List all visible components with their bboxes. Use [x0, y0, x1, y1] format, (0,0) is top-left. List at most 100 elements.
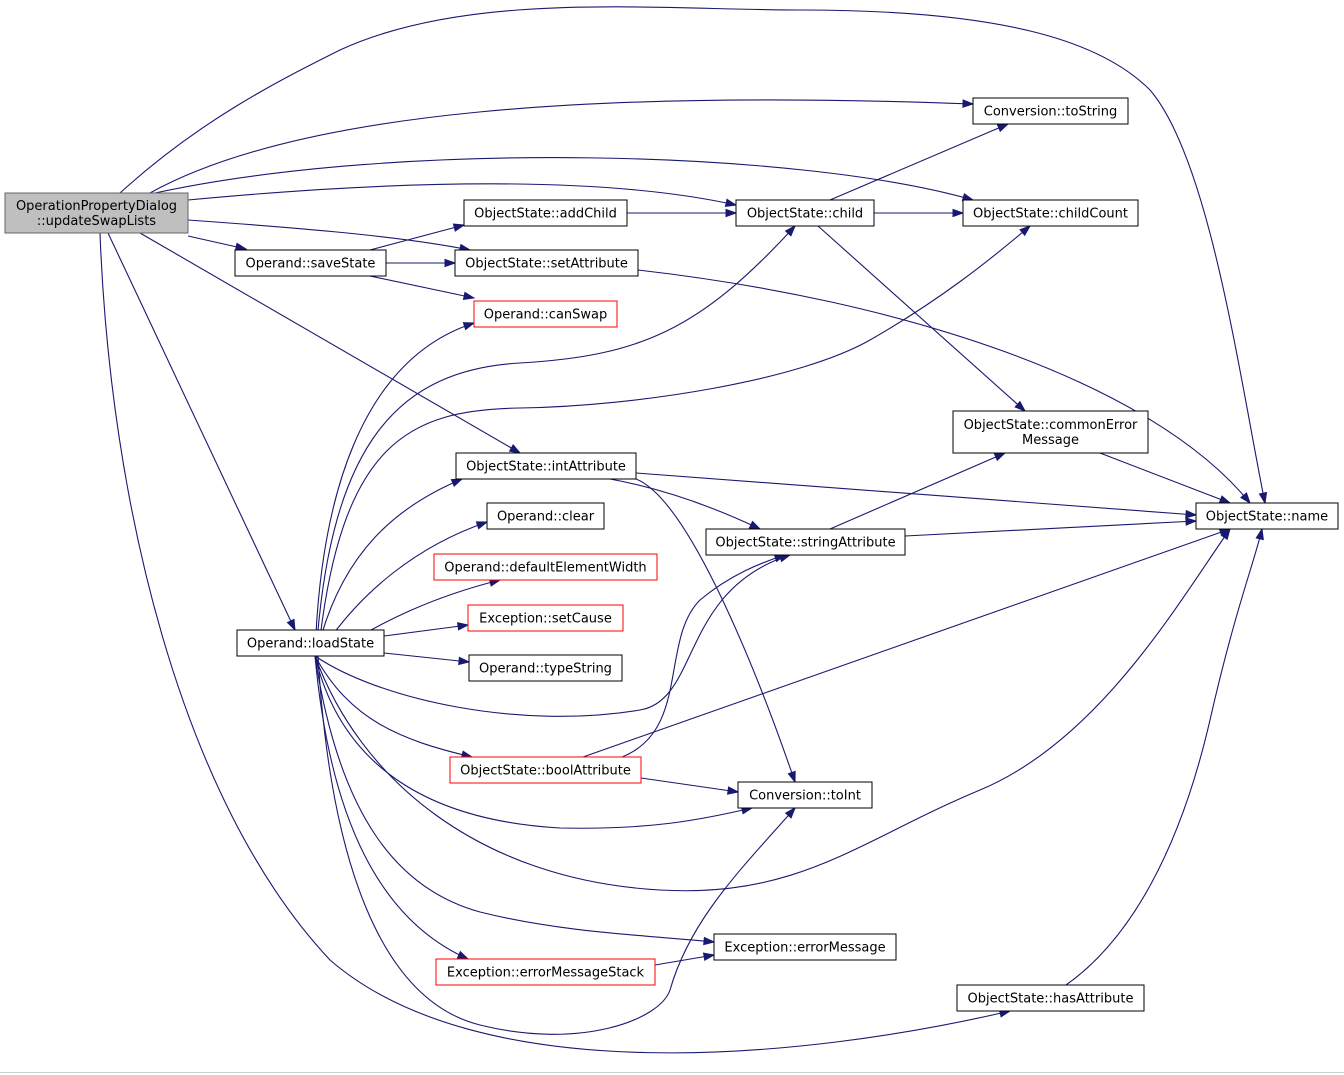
arrow-root-to-saveState — [234, 242, 248, 251]
edge-root-to-name — [119, 6, 1266, 504]
arrow-child-to-commonErr — [1014, 400, 1027, 412]
node-intAttribute[interactable]: ObjectState::intAttribute — [455, 452, 637, 480]
arrow-stringAttribute-to-name — [1185, 517, 1198, 526]
node-boolAttribute[interactable]: ObjectState::boolAttribute — [449, 756, 642, 784]
node-setAttribute[interactable]: ObjectState::setAttribute — [454, 249, 639, 277]
node-box — [705, 528, 906, 556]
edge-loadState-to-canSwap — [314, 322, 475, 657]
node-box — [486, 502, 605, 530]
node-label: Operand::saveState — [246, 257, 376, 272]
arrow-stringAttribute-to-commonErr — [993, 452, 1007, 462]
arrow-loadState-to-childCount — [1019, 225, 1032, 237]
arrow-intAttribute-to-name — [1185, 509, 1198, 519]
edge-root-to-setAttribute — [187, 219, 471, 251]
arrow-loadState-to-canSwap — [462, 322, 476, 331]
node-box — [4, 192, 189, 234]
edge-loadState-to-intAttribute — [315, 478, 463, 657]
node-box — [454, 249, 639, 277]
node-loadState[interactable]: Operand::loadState — [236, 629, 385, 657]
node-root[interactable]: OperationPropertyDialog::updateSwapLists — [4, 192, 189, 234]
node-label: ObjectState::boolAttribute — [460, 764, 631, 779]
node-label: Exception::errorMessageStack — [447, 966, 645, 981]
node-box — [952, 410, 1149, 454]
edge-root-to-toString — [149, 99, 974, 194]
node-canSwap[interactable]: Operand::canSwap — [473, 300, 618, 328]
node-label: Conversion::toInt — [749, 789, 861, 804]
arrow-root-to-name — [1258, 491, 1268, 505]
edge-root-to-child — [187, 183, 737, 206]
node-label: ObjectState::addChild — [474, 207, 617, 222]
node-label: ObjectState::name — [1206, 510, 1328, 525]
node-box — [455, 452, 637, 480]
node-toString[interactable]: Conversion::toString — [972, 97, 1129, 125]
node-label: ObjectState::stringAttribute — [715, 536, 895, 551]
node-setCause[interactable]: Exception::setCause — [467, 604, 624, 632]
edge-root-to-loadState — [107, 232, 296, 631]
node-defaultElementWidth[interactable]: Operand::defaultElementWidth — [433, 553, 658, 581]
node-box — [435, 958, 656, 986]
node-box — [467, 604, 624, 632]
arrow-loadState-to-clear — [475, 521, 489, 530]
arrow-loadState-to-errorMessage — [703, 936, 716, 946]
node-errorMessageStack[interactable]: Exception::errorMessageStack — [435, 958, 656, 986]
edge-intAttribute-to-toInt — [635, 478, 796, 783]
edge-boolAttribute-to-toInt — [640, 777, 739, 793]
node-childCount[interactable]: ObjectState::childCount — [962, 199, 1139, 227]
node-box — [956, 984, 1145, 1012]
node-hasAttribute[interactable]: ObjectState::hasAttribute — [956, 984, 1145, 1012]
edge-intAttribute-to-name — [635, 472, 1197, 516]
node-stringAttribute[interactable]: ObjectState::stringAttribute — [705, 528, 906, 556]
edge-root-to-childCount — [154, 157, 974, 201]
arrow-root-to-intAttribute — [508, 444, 522, 454]
node-label: Operand::loadState — [247, 637, 374, 652]
node-box — [234, 249, 387, 277]
node-addChild[interactable]: ObjectState::addChild — [463, 199, 628, 227]
node-box — [713, 933, 897, 961]
edge-child-to-toString — [829, 123, 1009, 201]
node-clear[interactable]: Operand::clear — [486, 502, 605, 530]
node-label: Exception::setCause — [479, 612, 612, 627]
edge-setAttribute-to-name — [637, 269, 1251, 504]
edge-loadState-to-childCount — [317, 225, 1031, 657]
node-label: ObjectState::hasAttribute — [968, 992, 1134, 1007]
edge-boolAttribute-to-stringAttribute — [621, 554, 786, 758]
arrow-setAttribute-to-name — [1240, 492, 1251, 505]
node-label: OperationPropertyDialog — [16, 199, 177, 214]
edge-stringAttribute-to-commonErr — [829, 452, 1006, 530]
node-label: ObjectState::child — [747, 207, 863, 222]
node-label: ::updateSwapLists — [37, 214, 156, 229]
node-box — [735, 199, 875, 227]
node-box — [468, 654, 623, 682]
node-label: Operand::clear — [497, 510, 595, 525]
arrow-boolAttribute-to-toInt — [726, 786, 740, 795]
arrow-root-to-toString — [962, 99, 975, 108]
node-label: ObjectState::intAttribute — [466, 460, 626, 475]
edge-root-to-hasAttribute — [99, 232, 1011, 1054]
node-errorMessage[interactable]: Exception::errorMessage — [713, 933, 897, 961]
node-typeString[interactable]: Operand::typeString — [468, 654, 623, 682]
edge-commonErr-to-name — [1099, 452, 1231, 504]
node-child[interactable]: ObjectState::child — [735, 199, 875, 227]
node-toInt[interactable]: Conversion::toInt — [737, 781, 873, 809]
edge-child-to-commonErr — [817, 225, 1026, 412]
edge-loadState-to-boolAttribute — [314, 655, 473, 758]
node-saveState[interactable]: Operand::saveState — [234, 249, 387, 277]
node-box — [737, 781, 873, 809]
arrow-child-to-toString — [996, 123, 1010, 133]
edge-loadState-to-setCause — [383, 624, 469, 637]
edge-loadState-to-stringAttribute — [314, 554, 791, 717]
edge-saveState-to-canSwap — [369, 275, 475, 299]
arrow-loadState-to-typeString — [458, 656, 471, 666]
arrow-errorMessageStack-to-errorMessage — [702, 952, 716, 962]
edge-saveState-to-addChild — [369, 224, 465, 251]
edge-intAttribute-to-stringAttribute — [609, 478, 761, 530]
node-label: Operand::typeString — [479, 662, 612, 677]
node-box — [1195, 502, 1339, 530]
node-name[interactable]: ObjectState::name — [1195, 502, 1339, 530]
arrow-errorMessageStack-to-toInt — [784, 806, 796, 819]
arrow-loadState-to-setCause — [457, 622, 470, 631]
node-box — [473, 300, 618, 328]
arrow-root-to-loadState — [286, 618, 296, 632]
node-box — [236, 629, 385, 657]
